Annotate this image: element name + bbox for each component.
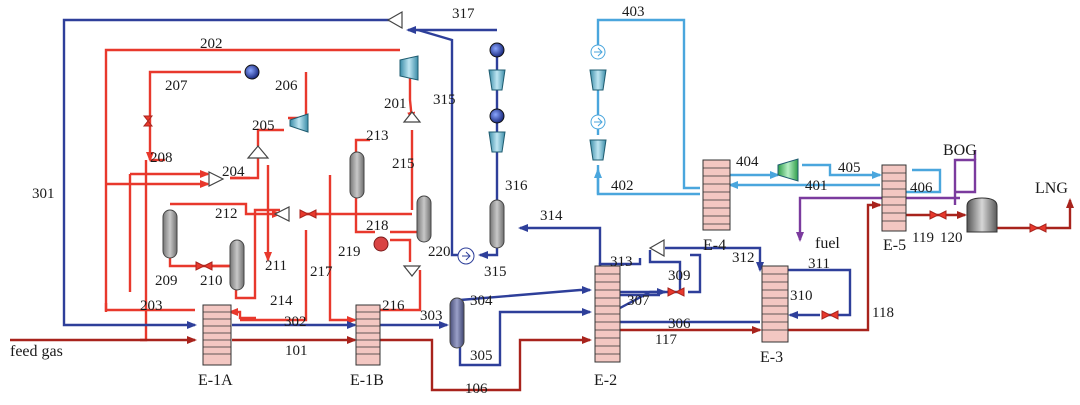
stream-301: 301 <box>32 186 55 202</box>
terminal-labels: feed gas LNG BOG fuel <box>10 142 1068 360</box>
stream-315-bottom: 315 <box>484 264 507 280</box>
label-e1a: E-1A <box>198 372 233 389</box>
coolers <box>244 42 606 265</box>
stream-307: 307 <box>627 293 650 309</box>
stream-206: 206 <box>275 78 298 94</box>
stream-310: 310 <box>790 288 813 304</box>
label-e2: E-2 <box>594 372 617 389</box>
stream-209: 209 <box>155 273 178 289</box>
nitrogen-precool-pipes <box>594 18 942 196</box>
compressors <box>289 55 799 182</box>
stream-403: 403 <box>622 4 645 20</box>
heat-exchanger-e5 <box>881 164 907 232</box>
stream-217: 217 <box>310 264 333 280</box>
stream-404: 404 <box>736 154 759 170</box>
stream-314: 314 <box>540 208 563 224</box>
stream-315-top: 315 <box>433 92 456 108</box>
stream-405: 405 <box>838 160 861 176</box>
stream-312: 312 <box>732 250 755 266</box>
heat-exchanger-e1b <box>355 304 381 366</box>
label-fuel: fuel <box>815 235 840 252</box>
stream-labels: 101 106 117 118 119 120 201 202 203 204 … <box>32 4 963 397</box>
stream-306: 306 <box>668 316 691 332</box>
stream-119: 119 <box>912 230 934 246</box>
label-e1b: E-1B <box>350 372 384 389</box>
heat-exchanger-e3 <box>761 265 789 343</box>
separators <box>162 151 505 349</box>
stream-215: 215 <box>392 156 415 172</box>
stream-208: 208 <box>150 150 173 166</box>
stream-317: 317 <box>452 6 475 22</box>
stream-101: 101 <box>285 343 308 359</box>
stream-106: 106 <box>465 381 488 397</box>
stream-211: 211 <box>265 258 287 274</box>
stream-309: 309 <box>668 268 691 284</box>
stream-401: 401 <box>805 178 828 194</box>
mixers-splitters <box>208 10 665 277</box>
stream-205: 205 <box>252 118 275 134</box>
heat-exchanger-e2 <box>594 265 621 363</box>
feed-pipes <box>10 198 1074 392</box>
stream-216: 216 <box>382 298 405 314</box>
stream-220: 220 <box>428 244 451 260</box>
stream-303: 303 <box>420 308 443 324</box>
stream-210: 210 <box>200 273 223 289</box>
valves <box>142 115 1047 320</box>
stream-406: 406 <box>910 180 933 196</box>
stream-302: 302 <box>284 314 307 330</box>
stream-202: 202 <box>200 36 223 52</box>
stream-118: 118 <box>872 305 894 321</box>
stream-213: 213 <box>366 128 389 144</box>
stream-218: 218 <box>366 218 389 234</box>
lng-storage-tank <box>966 197 998 233</box>
mixed-refrigerant-pipes <box>104 48 422 342</box>
stream-204: 204 <box>222 164 245 180</box>
stream-219: 219 <box>338 244 361 260</box>
label-bog: BOG <box>943 142 977 159</box>
label-e4: E-4 <box>703 237 726 254</box>
stream-117: 117 <box>655 332 677 348</box>
stream-120: 120 <box>940 230 963 246</box>
stream-212: 212 <box>215 206 238 222</box>
equipment-labels: E-1A E-1B E-2 E-3 E-4 E-5 <box>198 237 906 389</box>
heat-exchanger-e4 <box>702 159 731 231</box>
label-e3: E-3 <box>760 349 783 366</box>
stream-305: 305 <box>470 348 493 364</box>
label-feed-gas: feed gas <box>10 343 63 360</box>
stream-214: 214 <box>270 293 293 309</box>
stream-402: 402 <box>611 178 634 194</box>
stream-207: 207 <box>165 78 188 94</box>
stream-316: 316 <box>505 178 528 194</box>
stream-201: 201 <box>384 96 407 112</box>
stream-203: 203 <box>140 298 163 314</box>
stream-313: 313 <box>610 254 633 270</box>
label-lng: LNG <box>1035 180 1068 197</box>
stream-311: 311 <box>808 256 830 272</box>
heat-exchanger-e1a <box>202 304 232 366</box>
bog-pipes <box>796 150 977 242</box>
stream-304: 304 <box>470 293 493 309</box>
label-e5: E-5 <box>883 237 906 254</box>
